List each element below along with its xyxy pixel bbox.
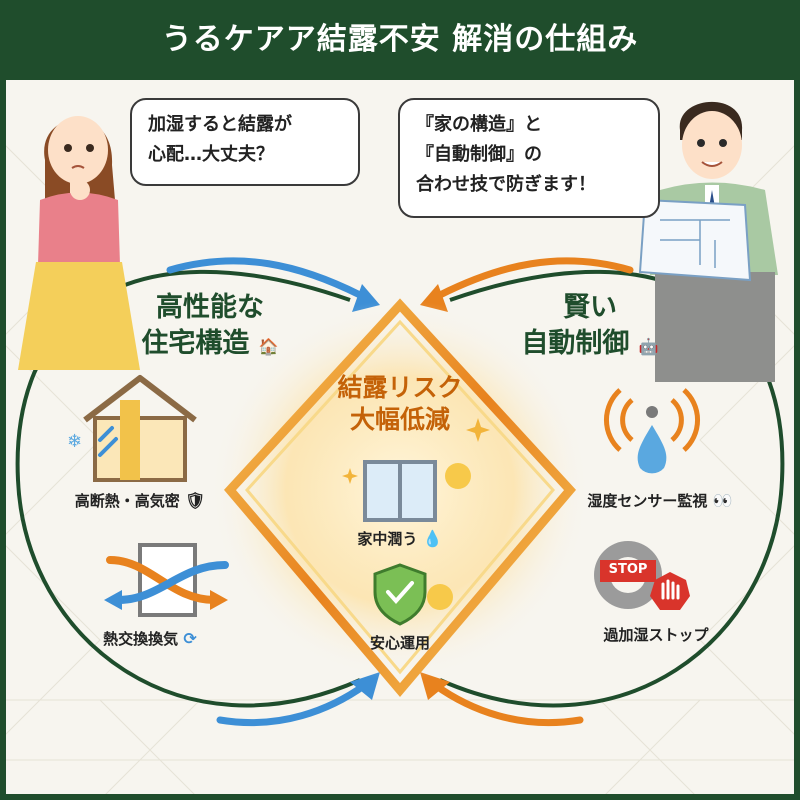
right-cycle-arc [439, 269, 785, 708]
insulated-house-icon: ❄ [67, 375, 197, 482]
center-diamond-inner [245, 319, 555, 675]
center-diamond [223, 298, 577, 697]
water-drop-icon: 💧 [422, 529, 443, 548]
svg-text:❄: ❄ [67, 431, 82, 452]
page-title: うるケアア結露不安 解消の仕組み [161, 22, 639, 57]
man-bubble-line-2: 『自動制御』の [416, 144, 542, 165]
smile-face-icon-2 [427, 584, 453, 610]
woman-speech-bubble: 加湿すると結露が 心配…大丈夫？ [130, 98, 360, 186]
orange-arrow-top [436, 257, 634, 299]
center-heading: 結露リスク 大幅低減 [300, 372, 500, 436]
blue-arrow-top [166, 257, 364, 299]
sparkle-icons [342, 418, 490, 484]
woman-bubble-line-1: 加湿すると結露が [148, 114, 292, 135]
stop-sign-text: STOP [608, 562, 648, 577]
left-heading-line-2: 住宅構造 [141, 328, 250, 359]
center-item-1-label-row: 家中潤う 💧 [320, 528, 480, 549]
left-heading-line-1: 高性能な [156, 292, 264, 323]
refresh-icon: ⟳ [183, 629, 197, 648]
blue-arrow-bottom [216, 681, 369, 727]
right-item-1-label: 湿度センサー監視 [587, 492, 708, 510]
humidity-sensor-icon [604, 388, 700, 474]
robot-icon: 🤖 [638, 337, 659, 356]
center-item-2-label: 安心運用 [369, 634, 430, 652]
eyes-icon: 👀 [712, 491, 733, 510]
man-illustration [638, 101, 778, 382]
right-item-2-label-row: 過加湿ストップ [566, 624, 746, 645]
check-shield-icon [373, 563, 427, 626]
center-heading-line-1: 結露リスク [337, 373, 463, 402]
left-item-1-label: 高断熱・高気密 [74, 492, 180, 510]
title-bar [0, 0, 800, 80]
house-icon: 🏠 [258, 337, 279, 356]
right-item-2-label: 過加湿ストップ [603, 626, 709, 644]
right-heading-line-2: 自動制御 [521, 328, 630, 359]
man-speech-bubble: 『家の構造』と 『自動制御』の 合わせ技で防ぎます！ [398, 98, 660, 218]
left-heading: 高性能な 住宅構造 🏠 [110, 290, 310, 365]
center-item-1-label: 家中潤う [357, 530, 418, 548]
left-item-2-label: 熱交換換気 [103, 630, 179, 648]
gear-stop-icon [594, 541, 690, 610]
blue-arrowhead-bottom [350, 672, 380, 700]
left-item-2-label-row: 熱交換換気 ⟳ [60, 628, 240, 649]
woman-illustration [18, 116, 140, 370]
orange-arrowhead-bottom [420, 672, 450, 700]
window-icon [363, 460, 437, 522]
man-bubble-line-3: 合わせ技で防ぎます！ [416, 174, 596, 195]
left-cycle-arc [15, 269, 361, 708]
man-bubble-line-1: 『家の構造』と [416, 114, 542, 135]
center-heading-line-2: 大幅低減 [349, 405, 450, 434]
left-item-1-label-row: 高断熱・高気密 🛡 [50, 490, 230, 511]
right-heading: 賢い 自動制御 🤖 [490, 290, 690, 365]
shield-icon: 🛡 [184, 491, 206, 510]
right-heading-line-1: 賢い [563, 292, 617, 323]
heat-exchange-icon [104, 543, 229, 617]
orange-arrow-bottom [431, 681, 584, 727]
right-item-1-label-row: 湿度センサー監視 👀 [560, 490, 760, 511]
center-item-2-label-row: 安心運用 [320, 632, 480, 653]
woman-bubble-line-2: 心配…大丈夫？ [148, 144, 274, 165]
smile-face-icon-1 [445, 463, 471, 489]
